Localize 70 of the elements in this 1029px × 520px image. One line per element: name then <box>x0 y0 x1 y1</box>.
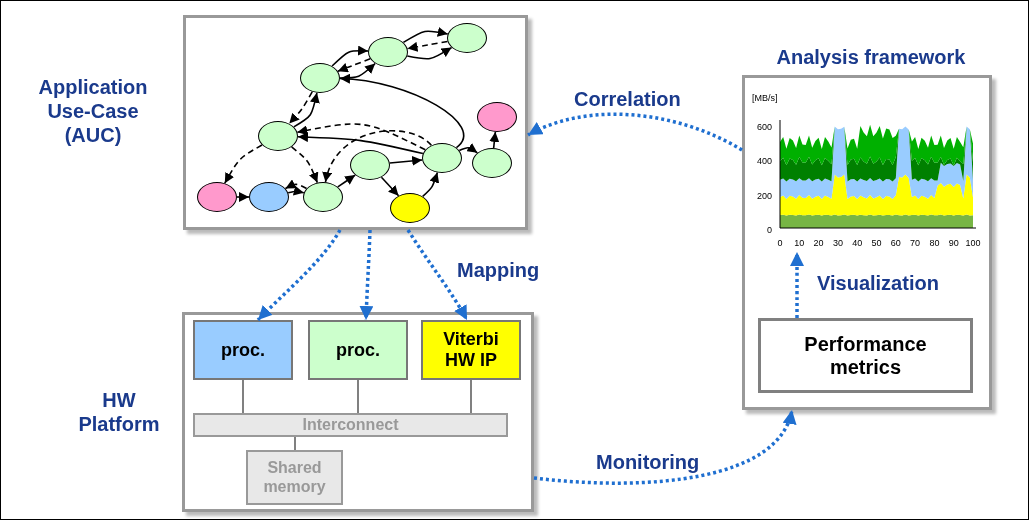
arrow <box>359 229 374 321</box>
tick-label: 80 <box>928 237 941 249</box>
interconnect-bar: Interconnect <box>193 413 508 437</box>
tick-label: 50 <box>870 237 883 249</box>
arrow <box>297 132 424 155</box>
arrow <box>790 252 804 318</box>
tick-label: 200 <box>755 190 772 202</box>
graph-node <box>472 148 512 178</box>
processor-box: proc. <box>193 320 293 380</box>
graph-node <box>249 182 289 212</box>
arrow <box>296 123 427 151</box>
graph-node <box>447 23 487 53</box>
axis-unit: [MB/s] <box>752 92 779 104</box>
arrow <box>331 45 369 67</box>
panel-heading: Application Use-Case (AUC) <box>37 75 149 148</box>
panel-heading: Analysis framework <box>775 45 967 70</box>
metrics-box: Performance metrics <box>758 318 973 393</box>
graph-node <box>368 37 408 67</box>
arrow <box>339 74 465 149</box>
arrow <box>406 40 449 52</box>
arrow <box>290 146 319 184</box>
processor-box: proc. <box>308 320 408 380</box>
tick-label: 90 <box>947 237 960 249</box>
graph-node <box>422 143 462 173</box>
tick-label: 600 <box>755 121 772 133</box>
graph-node <box>300 63 340 93</box>
tick-label: 20 <box>812 237 825 249</box>
tick-label: 60 <box>889 237 902 249</box>
arrow <box>458 143 479 154</box>
tick-label: 0 <box>776 237 784 249</box>
arrow <box>402 27 449 44</box>
arrow <box>406 46 453 60</box>
graph-node <box>477 102 517 132</box>
graph-node <box>303 182 343 212</box>
graph-node <box>197 182 237 212</box>
arrow <box>256 229 342 322</box>
tick-label: 400 <box>755 155 772 167</box>
tick-label: 0 <box>766 224 772 236</box>
arrow <box>323 130 433 183</box>
connector-line <box>294 436 296 451</box>
arrow <box>339 62 376 79</box>
tick-label: 70 <box>909 237 922 249</box>
connector-line <box>242 379 244 414</box>
tick-label: 10 <box>793 237 806 249</box>
arrow <box>527 112 743 152</box>
graph-node <box>350 150 390 180</box>
arrow <box>380 176 400 197</box>
panel-heading: HW Platform <box>77 388 161 437</box>
connector-line <box>357 379 359 414</box>
graph-node <box>390 193 430 223</box>
arrow <box>287 185 305 196</box>
arrow <box>421 171 440 198</box>
tick-label: 40 <box>851 237 864 249</box>
arrow <box>389 155 423 166</box>
arrow <box>489 131 500 149</box>
arrow <box>533 409 795 485</box>
arrow <box>288 91 313 125</box>
memory-box: Shared memory <box>246 450 343 505</box>
arrow <box>236 192 250 202</box>
arrow <box>406 229 469 321</box>
arrow <box>284 179 308 190</box>
arrow <box>337 58 371 73</box>
graph-node <box>258 121 298 151</box>
arrow <box>224 144 263 184</box>
connector-line <box>470 379 472 414</box>
arrow <box>337 174 356 188</box>
processor-box: Viterbi HW IP <box>421 320 521 380</box>
tick-label: 30 <box>831 237 844 249</box>
tick-label: 100 <box>964 237 982 249</box>
arrow <box>293 92 320 128</box>
